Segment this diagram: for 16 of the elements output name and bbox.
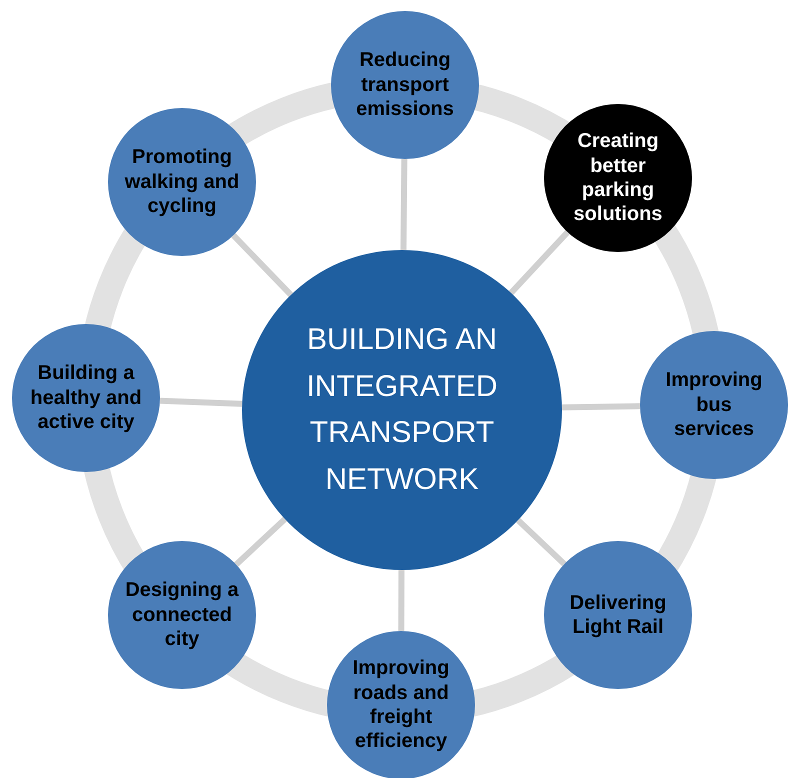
spoke-line	[400, 158, 408, 250]
spoke-line	[508, 230, 570, 295]
node-label: BUILDING AN INTEGRATED TRANSPORT NETWORK	[305, 322, 499, 498]
node-label: Creating better parking solutions	[572, 129, 664, 227]
spoke-line	[234, 516, 287, 567]
node-label: Improving bus services	[664, 368, 764, 442]
node-label: Improving roads and freight efficiency	[352, 656, 450, 754]
node-label: Building a healthy and active city	[29, 361, 143, 435]
spoke-line	[562, 403, 640, 410]
node-label: Designing a connected city	[124, 578, 240, 652]
spoke-line	[231, 233, 294, 297]
spoke-line	[398, 570, 404, 632]
node-label: Reducing transport emissions	[355, 48, 455, 122]
node-label: Promoting walking and cycling	[124, 145, 240, 219]
spoke-line	[160, 398, 242, 407]
node-label: Delivering Light Rail	[568, 590, 668, 640]
